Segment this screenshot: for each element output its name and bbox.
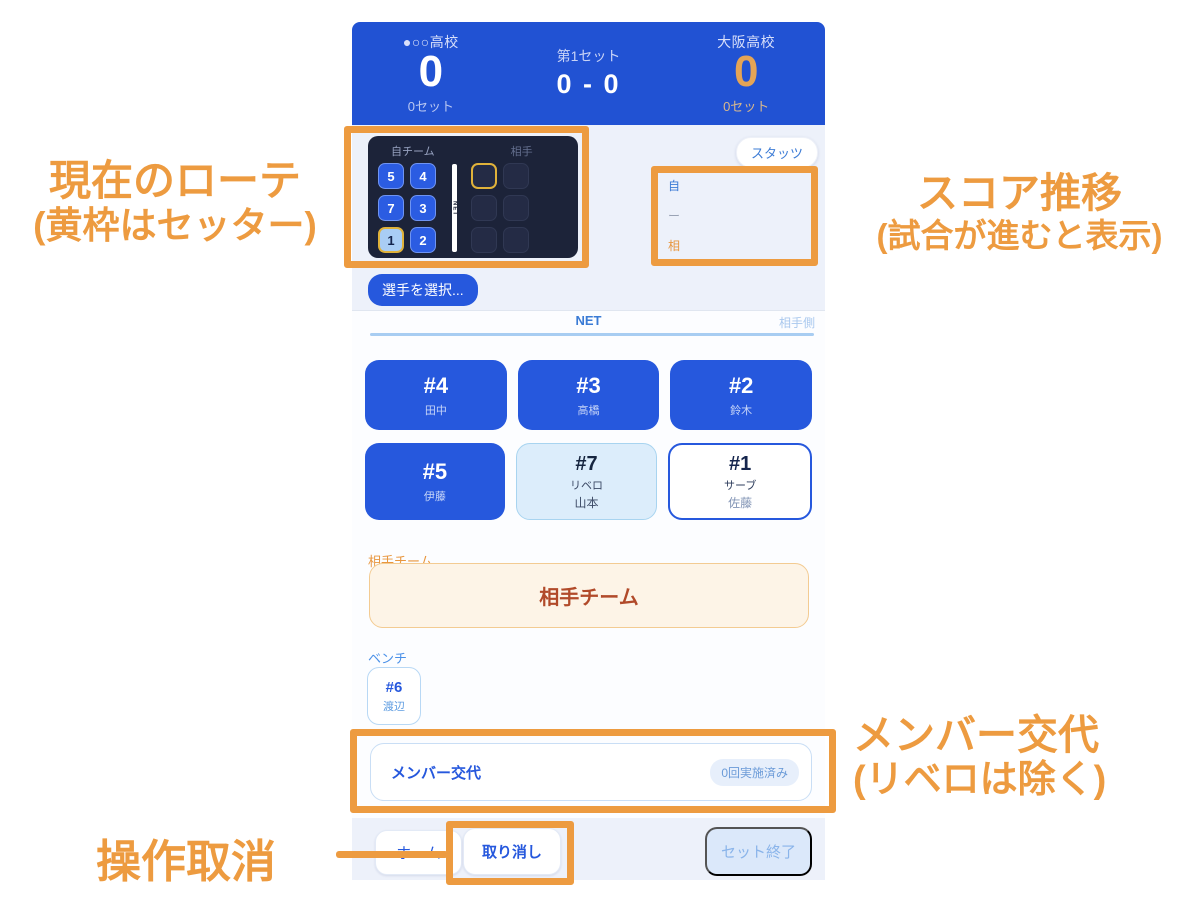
substitution-label: メンバー交代 <box>391 764 482 782</box>
net-header: NET 相手側 <box>352 313 825 331</box>
front-row-players: #4 田中 #3 高橋 #2 鈴木 <box>365 360 813 430</box>
player-number: #4 <box>423 372 449 398</box>
footer-bar: ホーム 取り消し セット終了 <box>352 818 825 880</box>
undo-button[interactable]: 取り消し <box>463 828 561 875</box>
rotation-cell[interactable]: 7 <box>378 195 404 221</box>
annotation-substitution-line2: (リベロは除く) <box>853 759 1107 802</box>
back-row-players: #5 伊藤 #7 リベロ 山本 #1 サーブ 佐藤 <box>365 443 813 520</box>
home-sets: 0セット <box>407 99 454 114</box>
player-name: 田中 <box>424 404 447 417</box>
player-name: 山本 <box>574 495 599 510</box>
player-name: 鈴木 <box>730 404 753 417</box>
opponent-rotation-grid <box>471 163 529 253</box>
player-number: #6 <box>385 678 403 696</box>
player-number: #1 <box>729 452 752 475</box>
end-set-button[interactable]: セット終了 <box>705 827 812 876</box>
rotation-grids: 5 4 7 3 1 2 NET <box>378 163 568 253</box>
player-number: #2 <box>728 372 754 398</box>
player-name: 渡辺 <box>383 700 405 713</box>
rotation-cell[interactable]: 4 <box>410 163 436 189</box>
rotation-opponent-label: 相手 <box>510 146 533 158</box>
net-divider-bar: NET <box>451 164 458 252</box>
net-line <box>370 333 814 336</box>
net-divider-label: NET <box>451 200 458 216</box>
player-card-7-libero[interactable]: #7 リベロ 山本 <box>515 443 658 520</box>
player-role-libero: リベロ <box>570 479 603 492</box>
scoreboard-header: ●○○高校 0 0セット 第1セット 0 - 0 大阪高校 0 0セット <box>352 22 825 125</box>
own-rotation-grid: 5 4 7 3 1 2 <box>378 163 436 253</box>
annotation-undo: 操作取消 <box>96 836 277 887</box>
select-player-button[interactable]: 選手を選択... <box>368 274 478 306</box>
substitution-count-badge: 0回実施済み <box>710 758 799 786</box>
home-team-block: ●○○高校 0 0セット <box>352 22 510 125</box>
player-card-1-serve[interactable]: #1 サーブ 佐藤 <box>668 443 813 520</box>
opponent-side-label: 相手側 <box>778 316 815 330</box>
opponent-cell[interactable] <box>503 195 529 221</box>
rotation-cell[interactable]: 3 <box>410 195 436 221</box>
stats-button[interactable]: スタッツ <box>735 137 818 168</box>
home-score[interactable]: 0 <box>418 47 444 96</box>
set-label: 第1セット <box>556 48 621 64</box>
rotation-panel: 自チーム 相手 5 4 7 3 1 2 NET <box>368 136 578 258</box>
rotation-cell[interactable]: 5 <box>378 163 404 189</box>
player-card-5[interactable]: #5 伊藤 <box>365 443 505 520</box>
player-card-2[interactable]: #2 鈴木 <box>670 360 813 430</box>
annotation-score-trend-line1: スコア推移 <box>917 170 1122 216</box>
player-role-serve: サーブ <box>724 479 757 492</box>
rotation-cell[interactable]: 2 <box>410 227 436 253</box>
opponent-cell[interactable] <box>503 163 529 189</box>
away-team-name: 大阪高校 <box>717 34 776 50</box>
away-score[interactable]: 0 <box>733 47 759 96</box>
player-card-3[interactable]: #3 高橋 <box>517 360 660 430</box>
score-trend-opponent-label: 相 <box>668 239 681 253</box>
rotation-cell-setter[interactable]: 1 <box>378 227 404 253</box>
annotation-box-substitution <box>350 729 836 813</box>
annotation-score-trend-line2: (試合が進むと表示) <box>876 217 1163 255</box>
player-number: #5 <box>422 459 448 484</box>
score-trend-dash: ー <box>668 209 681 223</box>
set-info-block: 第1セット 0 - 0 <box>510 22 668 125</box>
player-name: 伊藤 <box>423 491 446 503</box>
annotation-rotation: 現在のローテ (黄枠はセッター) <box>5 157 345 248</box>
player-name: 高橋 <box>577 404 600 417</box>
bench-player-card-6[interactable]: #6 渡辺 <box>367 667 421 725</box>
player-card-4[interactable]: #4 田中 <box>365 360 507 430</box>
home-team-name: ●○○高校 <box>402 34 459 50</box>
set-score: 0 - 0 <box>556 69 621 99</box>
substitution-row[interactable]: メンバー交代 0回実施済み <box>370 743 812 801</box>
annotation-box-undo <box>446 821 574 885</box>
opponent-cell-setter[interactable] <box>471 163 497 189</box>
bench-label: ベンチ <box>368 651 408 666</box>
opponent-cell[interactable] <box>503 227 529 253</box>
annotation-substitution: メンバー交代 (リベロは除く) <box>853 712 1194 803</box>
annotation-score-trend: スコア推移 (試合が進むと表示) <box>845 170 1194 255</box>
annotation-undo-line <box>336 851 448 858</box>
annotation-box-score-trend <box>651 166 818 266</box>
opponent-cell[interactable] <box>471 227 497 253</box>
player-number: #7 <box>575 452 598 475</box>
annotation-rotation-line2: (黄枠はセッター) <box>33 205 317 247</box>
opponent-cell[interactable] <box>471 195 497 221</box>
rotation-own-label: 自チーム <box>391 146 435 158</box>
away-sets: 0セット <box>723 99 770 114</box>
net-label: NET <box>575 313 602 328</box>
score-trend-area: 自 ー 相 <box>668 177 680 254</box>
player-name: 佐藤 <box>728 495 753 510</box>
score-trend-own-label: 自 <box>668 179 681 193</box>
away-team-block: 大阪高校 0 0セット <box>667 22 825 125</box>
opponent-team-button[interactable]: 相手チーム <box>369 563 809 628</box>
annotation-substitution-line1: メンバー交代 <box>853 712 1099 758</box>
player-number: #3 <box>576 372 601 398</box>
annotation-box-rotation <box>344 126 589 268</box>
annotation-rotation-line1: 現在のローテ <box>48 157 301 204</box>
rotation-labels: 自チーム 相手 <box>378 143 568 159</box>
